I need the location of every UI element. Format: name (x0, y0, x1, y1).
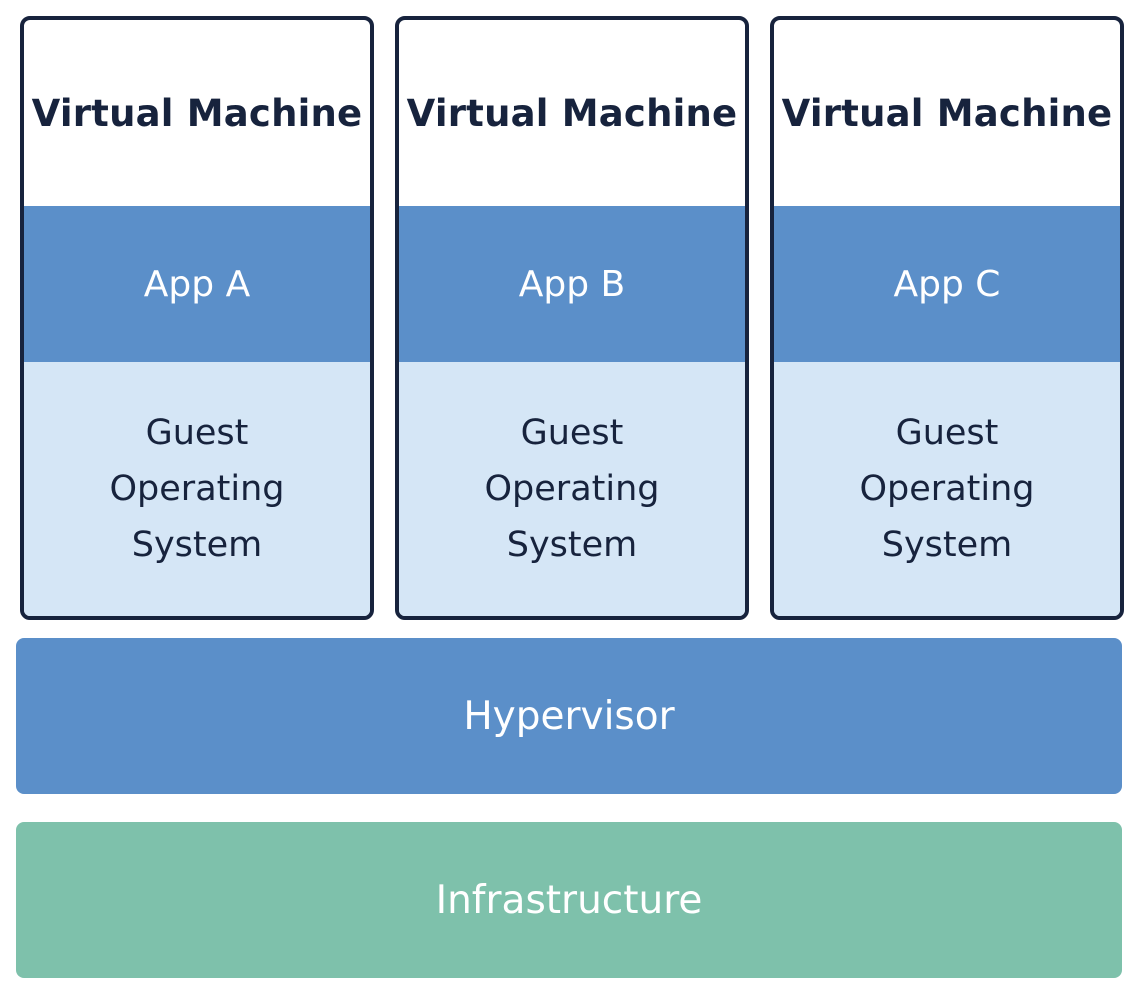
app-layer: App C (774, 206, 1120, 362)
hypervisor-layer: Hypervisor (16, 638, 1122, 794)
guest-os-layer: Guest Operating System (774, 362, 1120, 616)
app-layer: App A (24, 206, 370, 362)
guest-os-label: Guest Operating System (109, 413, 285, 565)
vm-title: Virtual Machine (406, 91, 738, 135)
virtual-machine-box-1: Virtual Machine App A Guest Operating Sy… (20, 16, 374, 620)
infrastructure-label: Infrastructure (435, 877, 703, 923)
virtual-machine-box-3: Virtual Machine App C Guest Operating Sy… (770, 16, 1124, 620)
guest-os-layer: Guest Operating System (24, 362, 370, 616)
vm-title: Virtual Machine (781, 91, 1113, 135)
app-layer: App B (399, 206, 745, 362)
guest-os-label: Guest Operating System (484, 413, 660, 565)
vm-title: Virtual Machine (31, 91, 363, 135)
infrastructure-layer: Infrastructure (16, 822, 1122, 978)
hypervisor-label: Hypervisor (463, 693, 675, 739)
virtual-machine-box-2: Virtual Machine App B Guest Operating Sy… (395, 16, 749, 620)
guest-os-layer: Guest Operating System (399, 362, 745, 616)
guest-os-label: Guest Operating System (859, 413, 1035, 565)
